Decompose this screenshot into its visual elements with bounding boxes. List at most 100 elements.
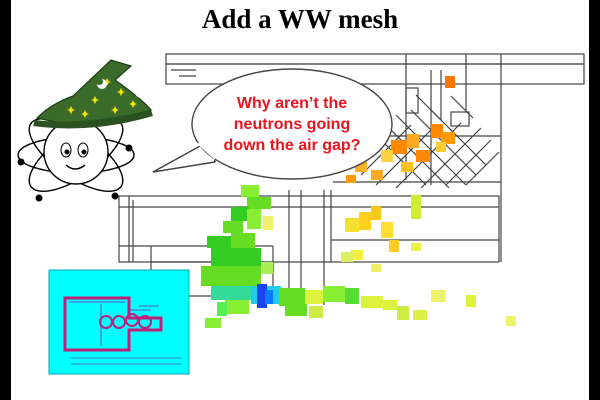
mascot-pupil (81, 149, 87, 155)
mesh-cell (411, 195, 421, 219)
inset-line (129, 305, 159, 311)
hat-star (117, 88, 125, 96)
electron-dot (35, 194, 43, 202)
hat-moon (97, 79, 107, 89)
mesh-cell (391, 140, 407, 154)
mesh-cell (361, 296, 383, 308)
mesh-cell (346, 175, 356, 183)
mesh-cell (371, 170, 383, 180)
mesh-cell (231, 233, 255, 249)
hat-moon (135, 86, 147, 98)
speech-bubble-line: Why aren’t the (236, 95, 348, 112)
mesh-cell (205, 318, 221, 328)
hat-star (67, 106, 75, 114)
mesh-cell (413, 310, 427, 320)
mesh-cell (263, 216, 273, 230)
electron-dot (111, 192, 119, 200)
speech-bubble-line: neutrons going (233, 116, 351, 133)
mesh-cell (436, 142, 446, 152)
mesh-cell (445, 76, 455, 88)
hat-star (129, 100, 137, 108)
hat-star (111, 106, 119, 114)
inset-line (71, 357, 181, 365)
mesh-cell (265, 290, 273, 304)
wizard-hat-brim (33, 110, 153, 129)
atom-wizard-icon (17, 59, 153, 202)
mascot-face (43, 119, 109, 185)
geometry-line (450, 95, 474, 119)
geometry-cell (165, 63, 585, 85)
mesh-cell (359, 212, 371, 230)
slide-title: Add a WW mesh (201, 4, 399, 34)
geometry-line-drawing (118, 53, 585, 305)
mesh-cell (389, 240, 399, 252)
speech-bubble-text: Why aren’t the neutrons going down the a… (207, 93, 377, 156)
mesh-cell (261, 262, 273, 274)
mesh-cell (407, 134, 419, 148)
mesh-cell (381, 222, 393, 238)
inset-lobe (125, 313, 139, 327)
electron-dot (125, 144, 133, 152)
geometry-cell (405, 87, 419, 114)
mesh-cell (285, 304, 307, 316)
mesh-cell (279, 288, 305, 306)
mesh-cell (416, 150, 430, 162)
geometry-line (420, 127, 482, 189)
geometry-line (445, 139, 492, 186)
mesh-cell (351, 250, 363, 260)
mesh-cell (217, 302, 227, 316)
hat-star (103, 78, 111, 86)
mesh-cell (341, 252, 353, 262)
speech-bubble (152, 68, 393, 180)
mesh-cell (247, 197, 271, 209)
mesh-cell (431, 124, 443, 138)
mesh-cell (257, 284, 267, 308)
mesh-cell (211, 286, 251, 300)
electron-dot (17, 158, 25, 166)
hat-star (81, 110, 89, 118)
mesh-cell (397, 306, 409, 320)
mesh-cell (401, 162, 413, 172)
mesh-cell (247, 209, 261, 229)
geometry-line (375, 124, 437, 186)
slide: Add a WW mesh Why aren’t the neutrons go… (11, 0, 589, 400)
geometry-plot-icon (48, 269, 190, 375)
mascot-smile (65, 164, 86, 170)
mesh-cell (231, 207, 249, 221)
geometry-line (415, 94, 442, 121)
inset-outline (63, 296, 163, 352)
inset-lobe (138, 315, 152, 329)
speech-bubble-line: down the air gap? (223, 137, 361, 154)
mesh-cell (506, 316, 516, 326)
inset-lobe (112, 315, 126, 329)
mesh-cell (241, 185, 259, 197)
mesh-cell (371, 206, 381, 220)
mesh-cell (466, 295, 476, 307)
geometry-line (465, 151, 500, 186)
mesh-cell (201, 266, 261, 286)
inset-background (48, 269, 190, 375)
mesh-cell (223, 221, 243, 233)
mesh-cell (305, 290, 323, 304)
mesh-cell (207, 236, 231, 248)
mesh-cell (309, 306, 323, 318)
geometry-cell (450, 111, 470, 127)
ww-mesh-cells (201, 76, 516, 328)
mesh-cell (211, 248, 261, 266)
mesh-cell (431, 290, 445, 302)
mesh-cell (441, 132, 455, 144)
geometry-line (395, 114, 467, 186)
mesh-cell (411, 243, 421, 251)
mascot-pupil (64, 149, 70, 155)
slide-graphics (17, 53, 585, 375)
geometry-cell (118, 195, 500, 263)
mesh-cell (381, 150, 393, 162)
speech-bubble-body (191, 68, 393, 180)
mesh-cell (225, 300, 249, 314)
mesh-cell (371, 264, 381, 272)
mesh-cell (345, 288, 359, 304)
mesh-cell (383, 300, 397, 310)
mesh-cell (345, 218, 359, 232)
speech-bubble-joint (195, 142, 215, 160)
geometry-cell (165, 53, 585, 65)
